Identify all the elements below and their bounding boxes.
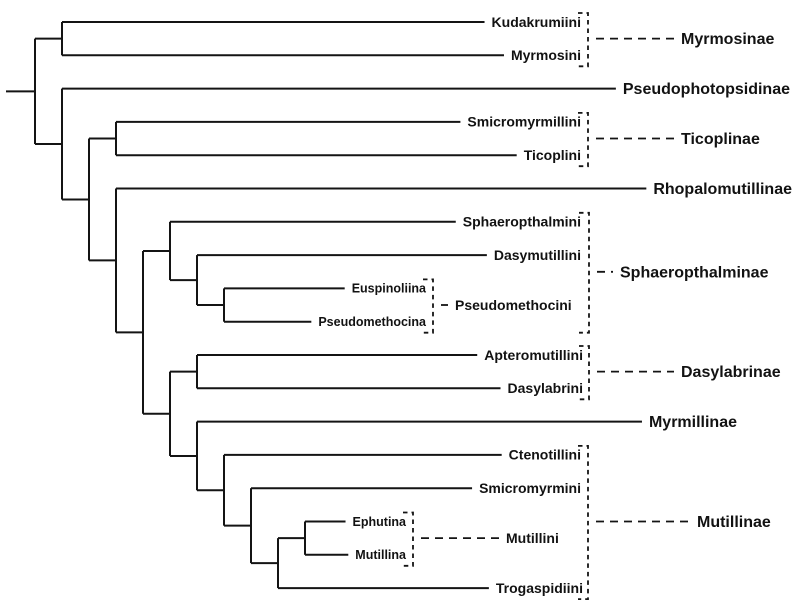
clade-label-mutillinae: Mutillinae bbox=[697, 514, 771, 531]
clade-bracket-pseudomethocini bbox=[423, 278, 434, 334]
tip-label-dasymutillini: Dasymutillini bbox=[494, 247, 581, 263]
tip-label-ephutina: Ephutina bbox=[353, 515, 408, 529]
tip-label-myrmillinae: Myrmillinae bbox=[649, 414, 737, 431]
tip-label-kudakrumiini: Kudakrumiini bbox=[492, 14, 581, 30]
clade-label-myrmosinae: Myrmosinae bbox=[681, 31, 774, 48]
clade-bracket-sphaeropthalminae bbox=[579, 211, 590, 334]
clade-label-ticoplinae: Ticoplinae bbox=[681, 131, 760, 148]
tip-label-ticoplini: Ticoplini bbox=[524, 147, 581, 163]
tip-label-rhopalomutillinae: Rhopalomutillinae bbox=[653, 181, 792, 198]
clade-label-dasylabrinae: Dasylabrinae bbox=[681, 364, 781, 381]
tip-label-trogaspidiini: Trogaspidiini bbox=[496, 580, 583, 596]
tip-label-smicromyrmini: Smicromyrmini bbox=[479, 480, 581, 496]
clade-label-sphaeropthalminae: Sphaeropthalminae bbox=[620, 264, 769, 281]
clade-bracket-mutillini bbox=[403, 511, 414, 567]
clade-bracket-dasylabrinae bbox=[579, 345, 590, 401]
tip-label-sphaeropthalmini: Sphaeropthalmini bbox=[463, 214, 581, 230]
tip-label-myrmosini: Myrmosini bbox=[511, 47, 581, 63]
clade-label-mutillini: Mutillini bbox=[506, 530, 559, 546]
tip-label-pseudophotopsidinae: Pseudophotopsidinae bbox=[623, 81, 790, 98]
clade-label-pseudomethocini: Pseudomethocini bbox=[455, 297, 572, 313]
tip-label-euspinoliina: Euspinoliina bbox=[352, 282, 427, 296]
tip-label-pseudomethocina: Pseudomethocina bbox=[318, 315, 427, 329]
tip-label-apteromutillini: Apteromutillini bbox=[484, 347, 583, 363]
clade-bracket-ticoplinae bbox=[578, 112, 589, 168]
clade-bracket-mutillinae bbox=[578, 445, 589, 600]
tip-label-ctenotillini: Ctenotillini bbox=[509, 447, 581, 463]
clade-bracket-myrmosinae bbox=[578, 12, 589, 68]
tip-label-mutillina: Mutillina bbox=[355, 548, 407, 562]
tip-label-smicromyrmillini: Smicromyrmillini bbox=[467, 114, 581, 130]
tip-label-dasylabrini: Dasylabrini bbox=[508, 380, 583, 396]
